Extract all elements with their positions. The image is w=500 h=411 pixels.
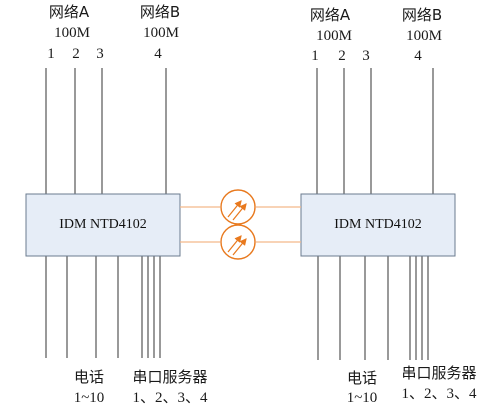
right-port-3: 3 [362,48,370,64]
left-port-3: 3 [96,46,104,62]
right-network-b-name: 网络B [401,6,443,24]
left-phone-name: 电话 [73,368,105,386]
left-serial-ports: 1、2、3、4 [132,390,208,406]
right-port-4: 4 [414,48,422,64]
left-bottom-lines [45,256,161,358]
left-port-4: 4 [154,46,162,62]
right-phone-name: 电话 [346,369,378,387]
left-phone-range: 1~10 [73,390,105,406]
right-bottom-lines [317,256,429,360]
left-serial-name: 串口服务器 [132,368,208,386]
right-top-lines [316,68,434,194]
right-network-a-name: 网络A [309,6,351,24]
left-network-b-name: 网络B [139,3,181,21]
left-port-2: 2 [72,46,80,62]
left-device-box [25,193,181,257]
left-network-a-name: 网络A [48,3,90,21]
right-port-1: 1 [311,48,319,64]
left-network-b-speed: 100M [143,25,179,41]
fiber-links [180,206,301,243]
right-network-b-speed: 100M [406,28,442,44]
optical-transceiver-icon [220,189,256,225]
right-network-a-speed: 100M [316,28,352,44]
right-phone-range: 1~10 [346,390,378,406]
right-device-box [300,193,456,257]
optical-transceiver-icon [220,224,256,260]
left-device-label: IDM NTD4102 [59,217,147,232]
right-port-2: 2 [338,48,346,64]
left-top-lines [45,68,167,194]
right-serial-ports: 1、2、3、4 [401,386,477,402]
left-port-1: 1 [47,46,55,62]
left-network-a-speed: 100M [54,25,90,41]
right-serial-name: 串口服务器 [401,364,477,382]
right-device-label: IDM NTD4102 [334,217,422,232]
